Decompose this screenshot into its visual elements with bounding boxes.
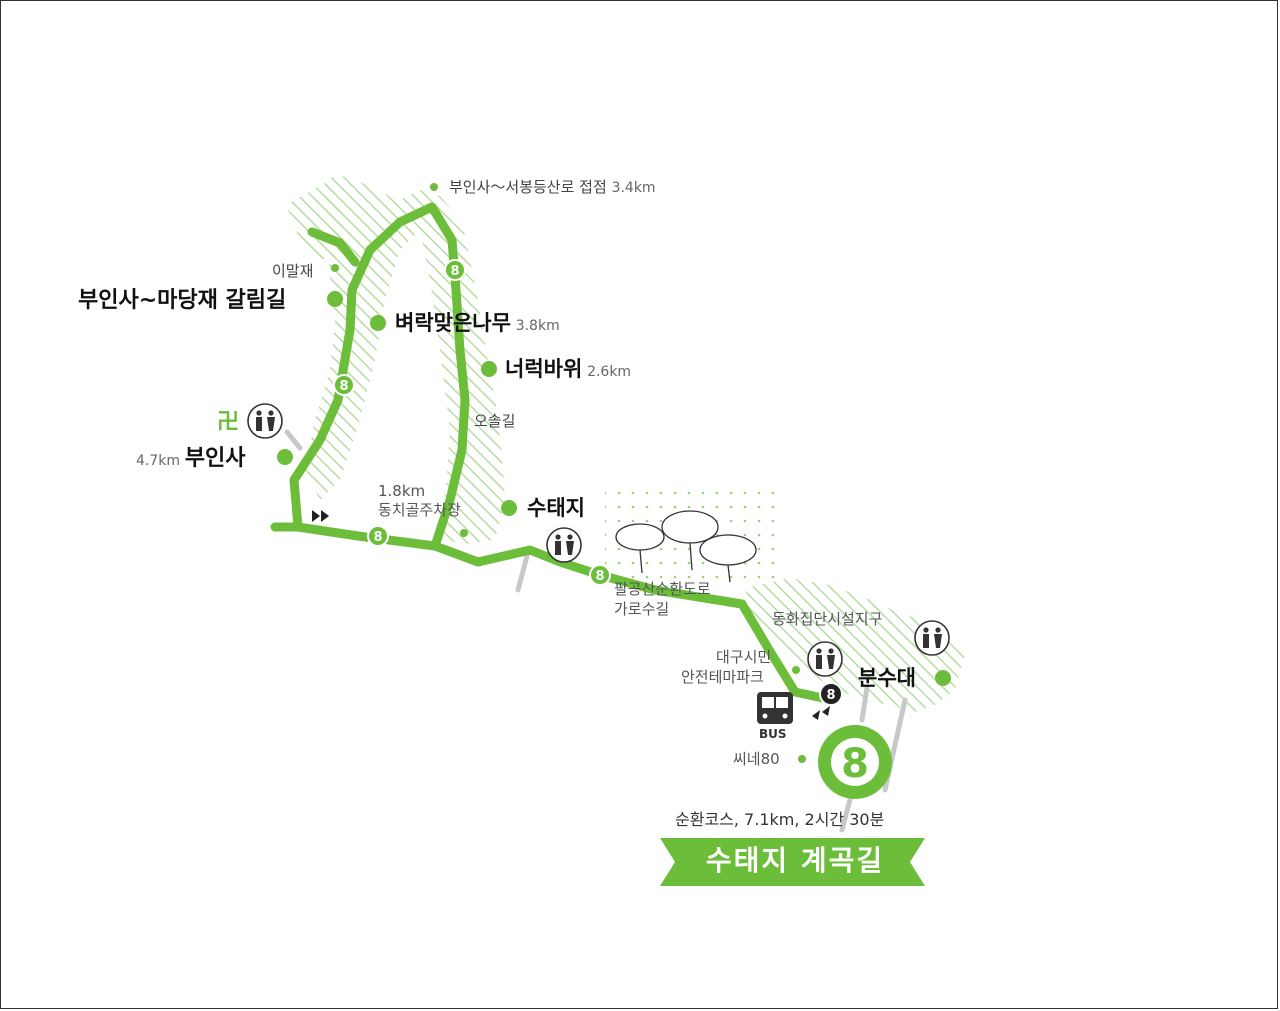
label-donghwa-district: 동화집단시설지구 (772, 610, 883, 628)
route-marker: 8 (367, 525, 389, 547)
temple-icon: 卍 (217, 410, 240, 435)
svg-text:8: 8 (373, 530, 382, 545)
direction-arrow-icon (812, 706, 830, 720)
label-osolgil: 오솔길 (474, 412, 516, 430)
svg-text:8: 8 (595, 569, 604, 584)
label-madangjae-junction: 부인사~마당재 갈림길 (78, 288, 287, 313)
course-name: 수태지 계곡길 (705, 844, 885, 877)
route-marker: 8 (589, 564, 611, 586)
label-dongchi-distance: 1.8km (378, 482, 426, 500)
direction-arrow-icon (312, 510, 329, 522)
tree-icon (615, 510, 757, 583)
route-marker-start: 8 (819, 682, 843, 706)
route-marker: 8 (444, 259, 466, 281)
label-dongchi-parking: 동치골주차장 (378, 501, 461, 519)
route-marker: 8 (333, 374, 355, 396)
course-info: 순환코스, 7.1km, 2시간 30분 (675, 810, 885, 829)
label-street-trees: 가로수길 (614, 600, 670, 618)
restroom-icon (807, 641, 843, 677)
svg-text:8: 8 (339, 379, 348, 394)
course-badge: 8 (818, 725, 892, 799)
label-buinsa: 4.7km 부인사 (136, 446, 246, 471)
label-seobong-junction: 부인사～서봉등산로 접점 3.4km (449, 178, 656, 196)
restroom-icon (247, 403, 283, 439)
svg-text:8: 8 (841, 741, 869, 787)
course-banner (660, 838, 925, 886)
label-bunsudae: 분수대 (858, 666, 916, 690)
bus-icon (757, 692, 793, 724)
label-daegu-citizen: 대구시민 (716, 648, 772, 666)
forest-area (286, 176, 965, 712)
label-cine80: 씨네80 (733, 750, 780, 768)
poi-dot (277, 183, 951, 763)
label-neoreok-rock: 너럭바위 2.6km (505, 357, 632, 381)
restroom-icon (914, 620, 950, 656)
trail-route (270, 202, 837, 705)
svg-text:8: 8 (450, 264, 459, 279)
label-sutaeji: 수태지 (527, 496, 585, 520)
restroom-icon (546, 527, 582, 563)
label-byeorak-tree: 벼락맞은나무 3.8km (395, 311, 560, 335)
svg-text:8: 8 (826, 688, 835, 703)
label-bus: BUS (759, 727, 787, 741)
label-palgongsan-road: 팔공산순환도로 (614, 580, 711, 598)
label-safety-theme-park: 안전테마파크 (681, 668, 764, 686)
label-imaljae: 이말재 (272, 262, 314, 280)
